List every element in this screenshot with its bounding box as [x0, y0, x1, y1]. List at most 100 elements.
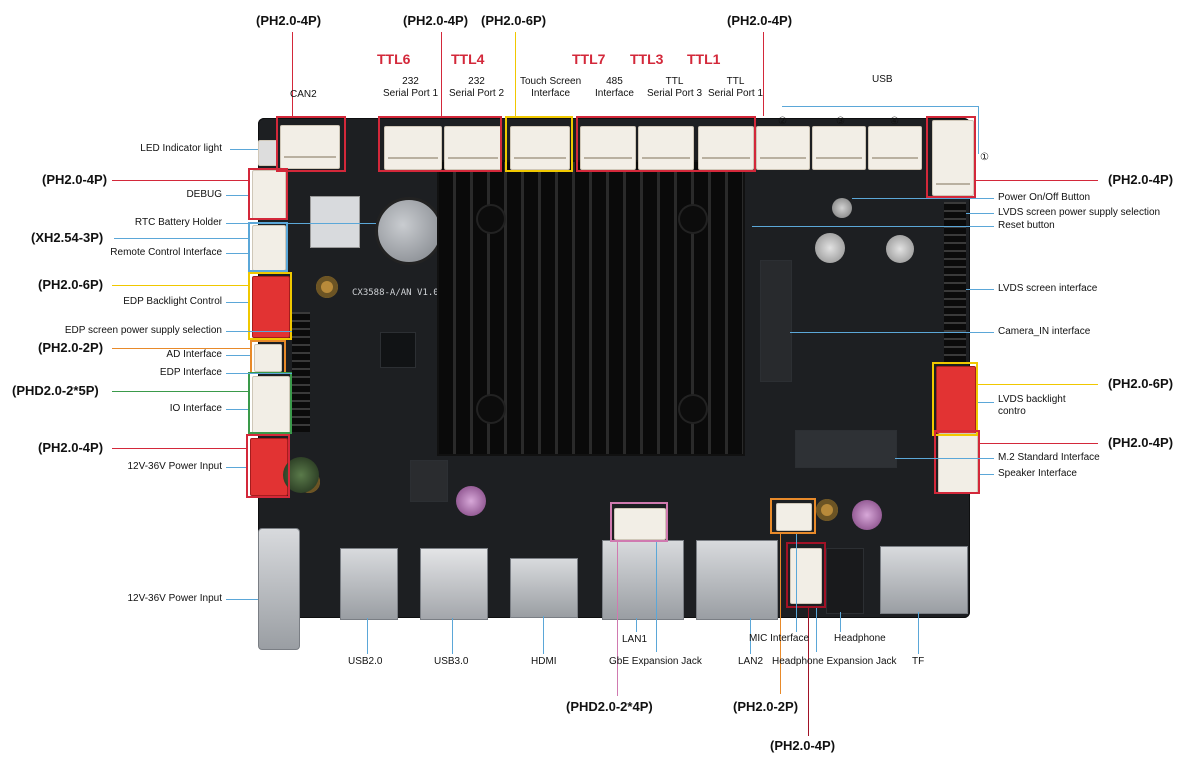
speaker-label: Speaker Interface	[998, 468, 1077, 479]
lvds-backlight-connector	[936, 366, 976, 434]
leader-line	[796, 534, 797, 632]
lan2-label: LAN2	[738, 656, 764, 667]
highlight-debug	[248, 168, 288, 220]
leader-line	[752, 226, 994, 227]
dc-power-jack	[258, 528, 300, 650]
spec-gbe: (PHD2.0-2*4P)	[566, 699, 653, 714]
heatsink-screw	[478, 206, 504, 232]
leader-line	[112, 391, 248, 392]
io-label: IO Interface	[169, 403, 222, 414]
ttl6-label: TTL6	[377, 51, 411, 67]
leader-line	[292, 32, 293, 116]
spec-can2: (PH2.0-4P)	[256, 13, 322, 28]
hdmi-label: HDMI	[531, 656, 557, 667]
leader-line	[978, 384, 1098, 385]
heatsink-screw	[478, 396, 504, 422]
leader-line	[112, 285, 248, 286]
leader-line	[980, 443, 1098, 444]
highlight-hp-exp	[786, 542, 826, 608]
ttl-sp3-label: TTL Serial Port 3	[647, 76, 703, 99]
spec-232: (PH2.0-4P)	[403, 13, 469, 28]
highlight-mic	[770, 498, 816, 534]
m2-slot	[795, 430, 897, 468]
edp-bl-label: EDP Backlight Control	[123, 296, 222, 307]
mic-connector	[776, 503, 812, 531]
highlight-remote	[248, 222, 288, 272]
leader-line	[226, 355, 250, 356]
board-model-text: CX3588-A/AN V1.0	[352, 288, 439, 298]
lan1-port	[602, 540, 684, 620]
leader-line	[966, 213, 994, 214]
gbe-expansion-connector	[614, 508, 666, 540]
highlight-speaker	[934, 430, 980, 494]
usb-number-2: ②	[778, 116, 787, 127]
spec-ad: (PH2.0-2P)	[38, 340, 104, 355]
usb-label: USB	[872, 74, 893, 85]
leader-line	[918, 612, 919, 654]
highlight-edp-bl	[248, 272, 292, 340]
highlight-lvds-bl	[932, 362, 978, 436]
ttl1-connector	[698, 126, 754, 170]
rtc-battery	[375, 197, 443, 265]
usb-number-1: ①	[980, 152, 989, 163]
lvds-bl-label: LVDS backlight contro	[998, 394, 1066, 417]
leader-line	[226, 373, 292, 374]
spec-power: (PH2.0-4P)	[38, 440, 104, 455]
serial1-connector	[384, 126, 442, 170]
usb3-label: USB3.0	[434, 656, 469, 667]
debug-connector	[252, 170, 286, 220]
leader-line	[763, 32, 764, 116]
usb-bracket	[978, 106, 979, 154]
leader-line	[840, 612, 841, 632]
heatsink-screw	[680, 396, 706, 422]
edp-pin-header	[292, 312, 310, 432]
leader-line	[114, 238, 248, 239]
standoff	[886, 235, 914, 263]
wifi-module	[310, 196, 360, 248]
leader-line	[226, 331, 292, 332]
leader-line	[226, 253, 248, 254]
ttl3-label: TTL3	[630, 51, 664, 67]
can2-label: CAN2	[290, 89, 317, 100]
usb2-connector	[756, 126, 810, 170]
led-label: LED Indicator light	[140, 143, 222, 154]
remote-label: Remote Control Interface	[110, 247, 222, 258]
headphone-expansion-connector	[790, 548, 822, 604]
leader-line	[976, 180, 1098, 181]
usb-number-3: ③	[836, 116, 845, 127]
standoff	[815, 233, 845, 263]
485-connector	[580, 126, 636, 170]
capacitor	[852, 500, 882, 530]
spec-touch: (PH2.0-6P)	[481, 13, 547, 28]
leader-line	[367, 618, 368, 654]
leader-line	[515, 32, 516, 116]
lvds-label: LVDS screen interface	[998, 283, 1098, 294]
lan2-port	[696, 540, 778, 620]
leader-line	[226, 223, 376, 224]
leader-line	[226, 302, 248, 303]
spec-remote: (XH2.54-3P)	[31, 230, 104, 245]
gbe-label: GbE Expansion Jack	[609, 656, 702, 667]
serial1-label: 232 Serial Port 1	[383, 76, 439, 99]
highlight-232	[378, 116, 502, 172]
highlight-can2	[276, 116, 346, 172]
speaker-connector	[938, 433, 978, 493]
highlight-ad	[250, 340, 286, 374]
leader-line	[226, 467, 246, 468]
ad-label: AD Interface	[166, 349, 222, 360]
touch-connector	[510, 126, 570, 170]
rtc-label: RTC Battery Holder	[134, 217, 222, 228]
power-button	[832, 198, 852, 218]
usb-number-4: ④	[890, 116, 899, 127]
highlight-ttl	[576, 116, 756, 172]
mic-label: MIC Interface	[749, 633, 810, 644]
leader-line	[852, 198, 994, 199]
usb-bracket	[782, 106, 978, 107]
leader-line	[226, 195, 248, 196]
spec-m2: (PH2.0-4P)	[1108, 435, 1174, 450]
leader-line	[980, 474, 994, 475]
485-label: 485 Interface	[595, 76, 634, 99]
leader-line	[112, 448, 246, 449]
leader-line	[543, 616, 544, 654]
highlight-power	[246, 434, 290, 498]
